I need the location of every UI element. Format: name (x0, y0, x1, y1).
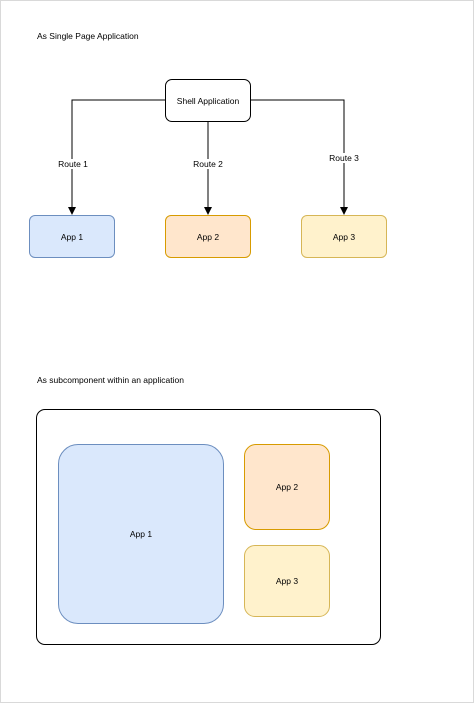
edge-label-route-1: Route 1 (57, 159, 89, 169)
sub-app-3-node: App 3 (244, 545, 330, 617)
spa-app-1-node: App 1 (29, 215, 115, 258)
sub-app-2-node: App 2 (244, 444, 330, 530)
edge-route-3 (251, 99, 348, 215)
sub-app-1-node: App 1 (58, 444, 224, 624)
caption-subcomponent: As subcomponent within an application (37, 375, 184, 385)
shell-application-node: Shell Application (165, 79, 251, 122)
edge-route-1 (68, 99, 165, 215)
spa-app-3-node: App 3 (301, 215, 387, 258)
edge-label-route-2: Route 2 (192, 159, 224, 169)
spa-app-2-node: App 2 (165, 215, 251, 258)
edge-label-route-3: Route 3 (328, 153, 360, 163)
caption-single-page-application: As Single Page Application (37, 31, 139, 41)
